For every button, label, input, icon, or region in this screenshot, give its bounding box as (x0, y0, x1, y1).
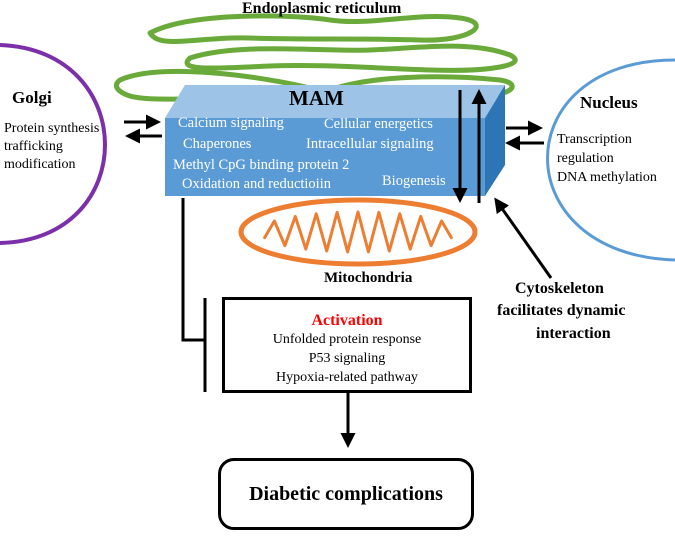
activation-item-2: P53 signaling (308, 351, 386, 366)
golgi-function-3: modification (4, 157, 76, 172)
mam-chaperones: Chaperones (183, 136, 252, 152)
activation-box: Activation Unfolded protein response P53… (222, 297, 472, 393)
golgi-membrane (0, 43, 107, 245)
mam-block (165, 85, 505, 196)
activation-title: Activation (311, 312, 383, 329)
cytoskeleton-label-3: interaction (536, 325, 611, 342)
mitochondria-label: Mitochondria (324, 270, 413, 286)
golgi-function-2: trafficking (4, 139, 63, 154)
mam-energetics: Cellular energetics (324, 116, 433, 132)
mam-biogenesis: Biogenesis (382, 173, 446, 189)
er-label: Endoplasmic reticulum (242, 0, 402, 17)
nucleus-function-2: regulation (557, 151, 614, 166)
activation-item-1: Unfolded protein response (272, 332, 422, 347)
nucleus-function-1: Transcription (557, 132, 632, 147)
mam-intracellular: Intracellular signaling (306, 136, 434, 152)
cytoskeleton-label-2: facilitates dynamic (497, 302, 626, 319)
golgi-label: Golgi (12, 88, 52, 107)
mitochondrion (238, 197, 478, 267)
mam-calcium: Calcium signaling (178, 115, 284, 131)
outcome-label: Diabetic complications (249, 483, 443, 505)
mam-label: MAM (289, 86, 344, 110)
nucleus-label: Nucleus (580, 93, 638, 112)
nucleus-membrane (546, 58, 675, 262)
nucleus-function-3: DNA methylation (557, 170, 657, 185)
activation-item-3: Hypoxia-related pathway (276, 370, 418, 385)
mam-oxidation: Oxidation and reductioiin (182, 176, 331, 192)
cytoskeleton-label-1: Cytoskeleton (515, 280, 604, 297)
outcome-box: Diabetic complications (218, 458, 474, 530)
golgi-function-1: Protein synthesis (4, 121, 100, 136)
mam-methyl: Methyl CpG binding protein 2 (173, 157, 350, 173)
